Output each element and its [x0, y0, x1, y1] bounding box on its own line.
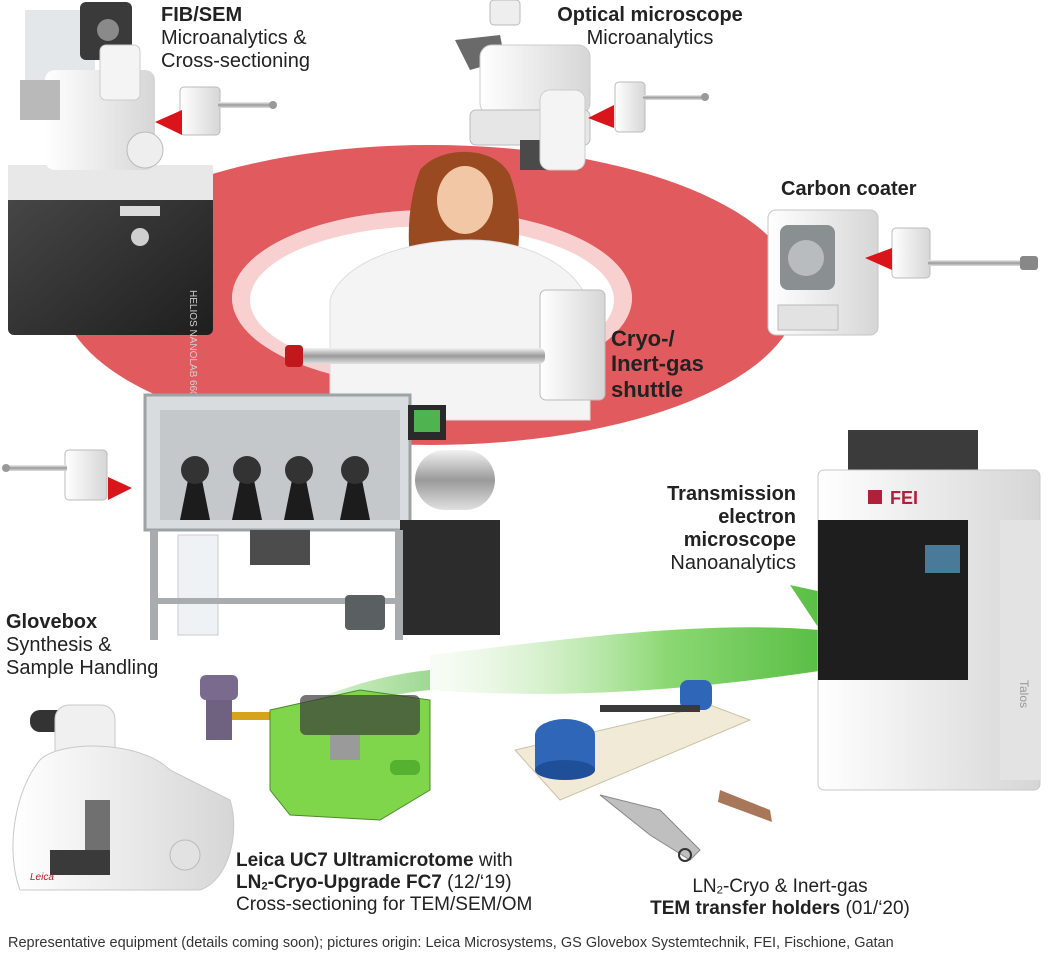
carbon-coater — [767, 209, 879, 336]
pointer-carbon — [865, 248, 892, 270]
carbon-title: Carbon coater — [781, 178, 917, 200]
label-transfer-holders: LN2-Cryo & Inert-gas TEM transfer holder… — [620, 876, 940, 920]
glovebox-line2: Sample Handling — [6, 657, 159, 679]
holders-ln-sub: 2 — [716, 884, 723, 897]
glovebox-title: Glovebox — [6, 611, 98, 633]
helios-brand: HELIOS NANOLAB 660 — [187, 290, 198, 397]
operator-with-shuttle — [285, 151, 606, 421]
holders-date: (01/‘20) — [840, 897, 910, 919]
pointer-fib — [155, 110, 182, 135]
tem-transfer-holder — [514, 680, 772, 862]
holders-line1: -Cryo & Inert-gas — [722, 876, 868, 897]
optical-line1: Microanalytics — [586, 27, 714, 49]
leica-title: Leica UC7 Ultramicrotome — [236, 850, 474, 871]
talos-brand: Talos — [1017, 680, 1031, 708]
label-tem: Transmission electron microscope Nanoana… — [600, 483, 796, 575]
fib-sem-line2: Cross-sectioning — [161, 50, 310, 72]
optical-microscope — [455, 0, 591, 171]
tem-line2: electron — [718, 506, 796, 528]
fib-sem-title: FIB/SEM — [161, 4, 243, 26]
leica-brand: Leica — [30, 872, 54, 883]
shuttle-optical — [588, 81, 709, 133]
pointer-optical — [588, 105, 614, 128]
label-leica: Leica UC7 Ultramicrotome with LN2-Cryo-U… — [236, 850, 532, 916]
leica-ln: LN — [236, 871, 262, 893]
glovebox-line1: Synthesis & — [6, 634, 112, 656]
label-fib-sem: FIB/SEM Microanalytics & Cross-sectionin… — [161, 4, 310, 73]
label-glovebox: Glovebox Synthesis & Sample Handling — [6, 611, 158, 680]
shuttle-line1: Cryo-/ — [611, 326, 675, 351]
label-carbon-coater: Carbon coater — [781, 178, 917, 201]
transfer-ring — [62, 145, 798, 445]
shuttle-line2: Inert-gas — [611, 351, 704, 377]
fc7-cryo-chamber — [200, 675, 431, 821]
label-shuttle: Cryo-/ Inert-gas shuttle — [611, 326, 704, 402]
shuttle-line3: shuttle — [611, 376, 684, 402]
holders-ln: LN — [692, 876, 717, 897]
leica-ln-sub: 2 — [261, 880, 268, 893]
shuttle-carbon — [865, 227, 1038, 279]
pointer-glovebox — [108, 477, 132, 500]
holders-title: TEM transfer holders — [650, 897, 841, 919]
shuttle-fib — [155, 86, 277, 136]
leica-ultramicrotome: Leica — [12, 704, 235, 891]
tem-line1: Transmission — [667, 483, 796, 505]
shuttle-glovebox — [2, 449, 132, 501]
leica-fc7: -Cryo-Upgrade FC7 — [267, 871, 442, 893]
leica-date: (12/‘19) — [441, 871, 512, 893]
tem-line3: microscope — [683, 529, 796, 551]
footer-credits: Representative equipment (details coming… — [8, 935, 894, 951]
optical-title: Optical microscope — [557, 4, 743, 26]
fib-sem-instrument: HELIOS NANOLAB 660 — [8, 2, 213, 397]
leica-line3: Cross-sectioning for TEM/SEM/OM — [236, 893, 533, 915]
label-optical-microscope: Optical microscope Microanalytics — [520, 4, 780, 50]
leica-title-tail: with — [473, 850, 513, 871]
fib-sem-line1: Microanalytics & — [161, 27, 307, 49]
fei-brand: FEI — [890, 488, 918, 508]
tem-line4: Nanoanalytics — [670, 552, 796, 574]
glovebox — [143, 393, 500, 640]
tem-instrument: FEI Talos — [817, 430, 1041, 791]
